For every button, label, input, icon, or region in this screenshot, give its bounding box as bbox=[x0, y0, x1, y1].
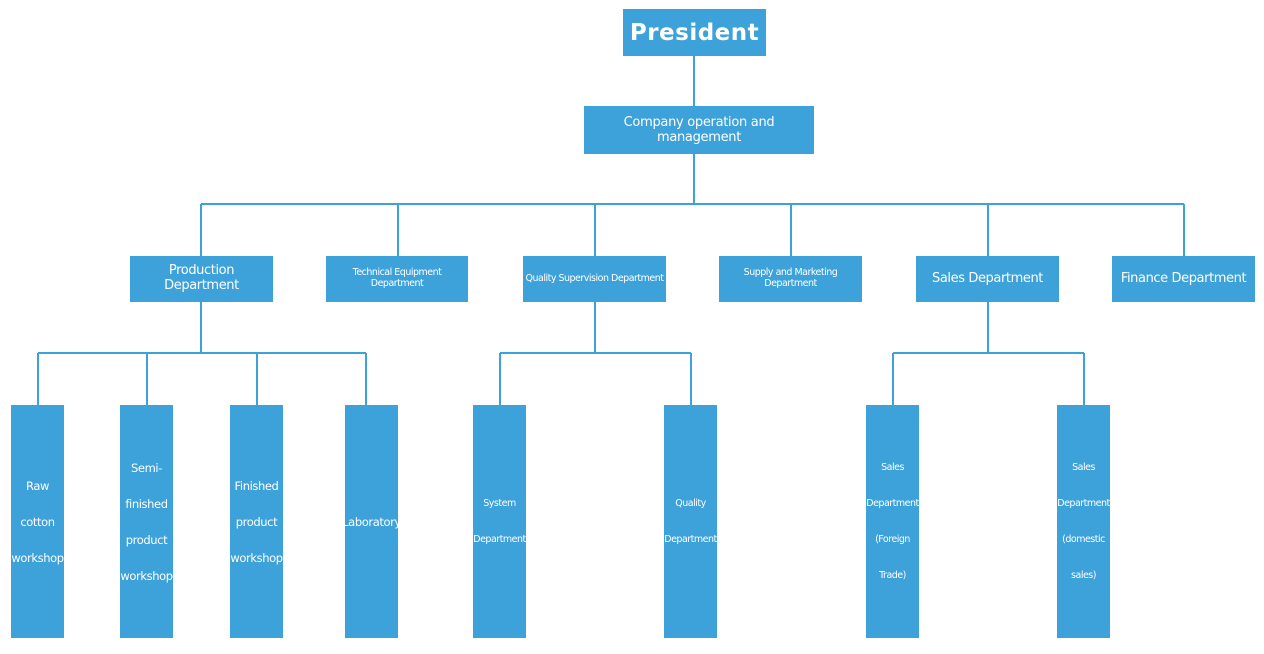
president-label: President bbox=[629, 19, 760, 46]
unit-raw-cotton-label: Raw cotton workshop bbox=[11, 478, 64, 565]
dept-quality-label: Quality Supervision Department bbox=[525, 272, 665, 284]
dept-quality-node: Quality Supervision Department bbox=[523, 256, 666, 302]
unit-system-node: System Department bbox=[473, 405, 526, 638]
unit-semi-finished-label: Semi-finished product workshop bbox=[120, 460, 173, 583]
dept-technical-node: Technical Equipment Department bbox=[326, 256, 468, 302]
unit-finished-node: Finished product workshop bbox=[230, 405, 283, 638]
unit-sales-foreign-label: Sales Department (Foreign Trade) bbox=[866, 461, 919, 581]
dept-production-label: Production Department bbox=[164, 263, 239, 293]
dept-sales-node: Sales Department bbox=[916, 256, 1059, 302]
unit-sales-foreign-node: Sales Department (Foreign Trade) bbox=[866, 405, 919, 638]
unit-semi-finished-node: Semi-finished product workshop bbox=[120, 405, 173, 638]
unit-laboratory-node: Laboratory bbox=[342, 405, 401, 638]
unit-sales-domestic-node: Sales Department (domestic sales) bbox=[1057, 405, 1110, 638]
unit-quality-node: Quality Department bbox=[664, 405, 717, 638]
dept-finance-node: Finance Department bbox=[1112, 256, 1255, 302]
dept-technical-label: Technical Equipment Department bbox=[352, 267, 442, 289]
dept-supply-label: Supply and Marketing Department bbox=[743, 267, 838, 289]
dept-sales-label: Sales Department bbox=[932, 270, 1043, 286]
management-node: Company operation and management bbox=[584, 106, 814, 154]
unit-quality-label: Quality Department bbox=[664, 497, 717, 545]
dept-finance-label: Finance Department bbox=[1120, 270, 1247, 286]
management-label: Company operation and management bbox=[623, 115, 775, 145]
president-node: President bbox=[623, 9, 766, 56]
dept-production-node: Production Department bbox=[130, 256, 273, 302]
unit-laboratory-label: Laboratory bbox=[342, 514, 401, 529]
unit-system-label: System Department bbox=[473, 497, 526, 545]
dept-supply-node: Supply and Marketing Department bbox=[719, 256, 862, 302]
unit-raw-cotton-node: Raw cotton workshop bbox=[11, 405, 64, 638]
unit-sales-domestic-label: Sales Department (domestic sales) bbox=[1057, 461, 1110, 581]
unit-finished-label: Finished product workshop bbox=[230, 478, 283, 565]
